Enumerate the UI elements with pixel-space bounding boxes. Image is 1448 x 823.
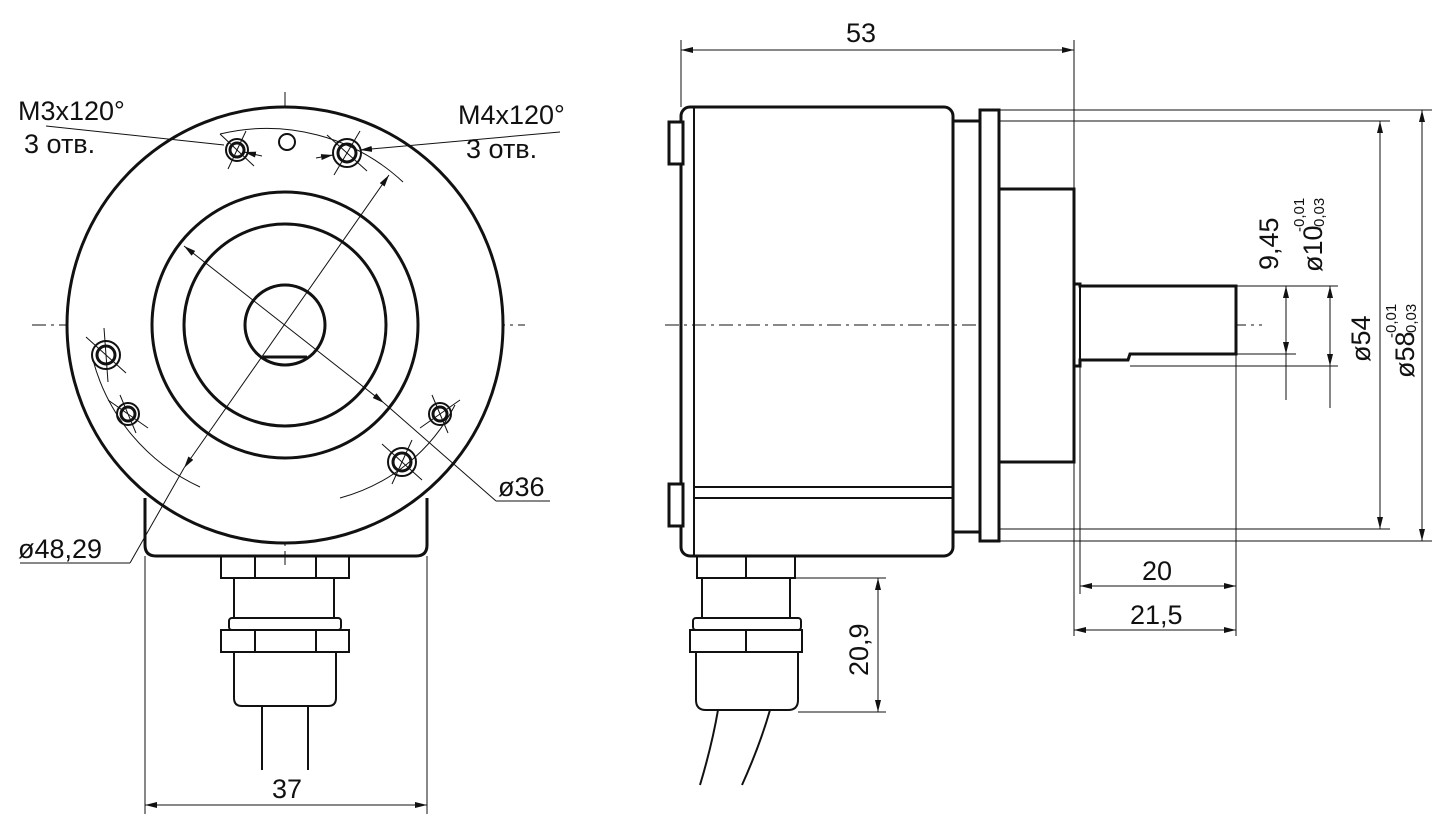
dia-36-label: ø36 <box>498 472 545 502</box>
hole-icon <box>326 130 368 176</box>
m4-thread-label: M4x120° <box>458 100 565 130</box>
hole-icon <box>278 133 296 151</box>
dia-48-label: ø48,29 <box>18 534 102 564</box>
length-53-label: 53 <box>846 18 876 48</box>
cable-20-9-label: 20,9 <box>844 623 874 676</box>
cable-curve-outer <box>699 709 719 786</box>
front-view: M3x120° 3 отв. M4x120° 3 отв. ø36 ø48,29… <box>18 92 565 814</box>
hole-icon <box>85 327 127 383</box>
hole-icon <box>107 394 149 434</box>
side-view: 53 20 21,5 20,9 9,45 ø10 -0,01 -0,03 ø54… <box>665 18 1432 786</box>
rear-clip-top <box>667 120 685 166</box>
rear-clip-bottom <box>667 482 685 528</box>
cable-gland-side <box>689 555 803 786</box>
shaft-tol-upper: -0,01 <box>1291 198 1308 232</box>
bolt-circle-arc-right <box>339 404 456 499</box>
dim-dia-36-leader <box>383 402 497 502</box>
shaft-dia-group: ø10 -0,01 -0,03 <box>1291 198 1328 272</box>
dim-dia-48-leader <box>129 467 185 564</box>
hole-icon <box>219 130 255 170</box>
shaft-dia-label: ø10 <box>1298 225 1328 272</box>
m3-leader <box>45 125 225 146</box>
len-20-label: 20 <box>1142 556 1172 586</box>
hole-icon <box>419 394 461 434</box>
cable-gland-front <box>220 555 350 770</box>
hub-dia-label: ø54 <box>1346 315 1376 362</box>
m4-leader <box>359 131 561 152</box>
encoder-body <box>679 105 955 558</box>
flange-plate <box>978 108 1001 543</box>
shaft <box>1072 282 1238 368</box>
body-dia-group: ø58 -0,01 -0,03 <box>1383 304 1420 378</box>
m3-holes-label: 3 отв. <box>24 129 95 159</box>
m3-thread-label: M3x120° <box>18 96 125 126</box>
m4-holes-label: 3 отв. <box>466 134 537 164</box>
bolt-circle-arc-top <box>219 127 404 183</box>
flat-9-45-label: 9,45 <box>1254 217 1284 270</box>
hub <box>997 187 1076 464</box>
len-21-5-label: 21,5 <box>1130 600 1183 630</box>
bolt-circle-arc-left <box>92 359 201 488</box>
body-dia-label: ø58 <box>1390 331 1420 378</box>
m3-leader-arrow <box>243 151 263 158</box>
mount-holes <box>85 130 461 485</box>
m4-leader-2 <box>315 154 334 161</box>
dim-dia-48-line <box>183 174 390 469</box>
cable-curve-inner <box>741 709 771 786</box>
shaft-tol-lower: -0,03 <box>1311 198 1328 232</box>
width-37-label: 37 <box>272 774 302 804</box>
body-tol-upper: -0,01 <box>1383 304 1400 338</box>
body-tol-lower: -0,03 <box>1403 304 1420 338</box>
flange-step <box>951 119 982 534</box>
